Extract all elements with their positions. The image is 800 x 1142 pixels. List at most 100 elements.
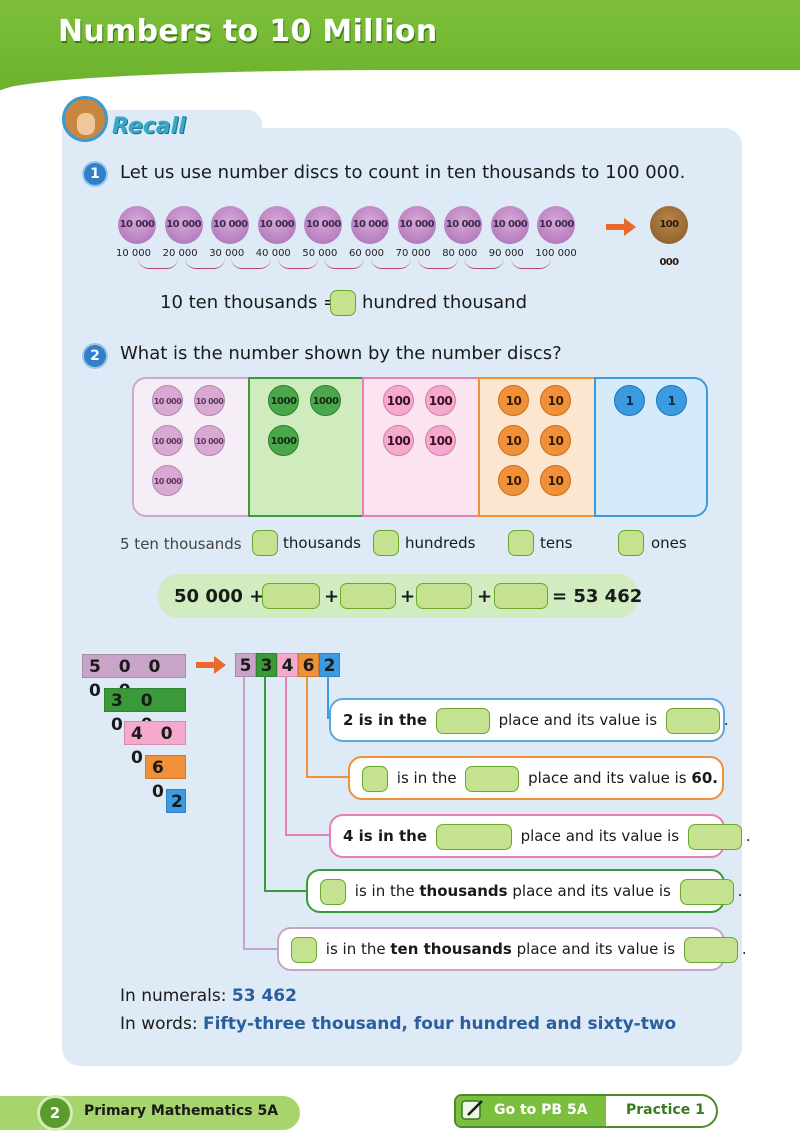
- thousand-disc: 1000: [268, 385, 299, 416]
- sentence-end: .: [741, 940, 747, 958]
- sentence-thousands-a: is in the: [354, 882, 415, 900]
- student-avatar-icon: [62, 96, 108, 142]
- arrow-right-icon: [606, 218, 636, 236]
- column-thousands: [248, 377, 364, 517]
- statement-left: 10 ten thousands =: [160, 292, 339, 313]
- answer-box-thousands-digit-value[interactable]: [679, 878, 734, 905]
- answer-box-hundreds-digit-value[interactable]: [687, 823, 742, 850]
- answer-box-hundred-thousand[interactable]: [330, 290, 356, 316]
- digit-ten-thousands: 5: [235, 653, 256, 677]
- question-1-text: Let us use number discs to count in ten …: [120, 162, 686, 183]
- label-ones: ones: [651, 534, 687, 552]
- question-number-1: 1: [84, 163, 106, 185]
- tile-50000: 5 0 0 0 0: [82, 654, 186, 701]
- answer-box-ten-thousands-digit[interactable]: [291, 936, 317, 963]
- ten-thousand-disc: 10 000: [304, 206, 343, 244]
- label-ten-thousands: 5 ten thousands: [120, 535, 242, 553]
- answer-box-tens-count[interactable]: [508, 530, 534, 556]
- connector-thousands-h: [264, 890, 306, 892]
- ten-disc: 10: [540, 465, 571, 496]
- sentence-end: .: [737, 882, 743, 900]
- sentence-hundreds-a: 4 is in the: [343, 827, 428, 845]
- ten-disc: 10: [498, 465, 529, 496]
- hundred-disc: 100: [383, 425, 414, 456]
- sentence-hundreds: 4 is in the place and its value is .: [329, 814, 751, 858]
- ten-disc: 10: [498, 425, 529, 456]
- sentence-thousands-b: place and its value is: [512, 882, 671, 900]
- connector-ten-thousands: [243, 677, 245, 949]
- answer-box-hundreds-place[interactable]: [435, 823, 512, 850]
- plus-sign: +: [477, 586, 493, 607]
- hop-arc: [371, 258, 411, 269]
- practice-label[interactable]: Practice 1: [626, 1102, 705, 1118]
- column-tens: [478, 377, 596, 517]
- sentence-tens-b: place and its value is: [528, 769, 687, 787]
- equation-start: 50 000 +: [174, 586, 265, 607]
- answer-box-hundreds-value[interactable]: [340, 583, 396, 609]
- answer-box-ones-place[interactable]: [435, 707, 490, 734]
- answer-box-thousands-digit[interactable]: [320, 878, 346, 905]
- ten-thousand-disc: 10 000: [164, 206, 203, 244]
- book-title: Primary Mathematics 5A: [84, 1103, 279, 1119]
- label-hundreds: hundreds: [405, 534, 476, 552]
- one-disc: 1: [656, 385, 687, 416]
- header-curve: [0, 70, 800, 100]
- numerals-value: 53 462: [231, 986, 297, 1006]
- label-tens: tens: [540, 534, 573, 552]
- answer-box-ones-count[interactable]: [618, 530, 644, 556]
- answer-box-ones-value[interactable]: [494, 583, 548, 609]
- pencil-icon: [461, 1100, 483, 1120]
- sentence-thousands: is in the thousands place and its value …: [306, 869, 742, 913]
- sentence-tens: is in the place and its value is 60.: [348, 756, 724, 800]
- connector-ones: [327, 677, 329, 719]
- answer-box-thousands-value[interactable]: [262, 583, 320, 609]
- answer-box-hundreds-count[interactable]: [373, 530, 399, 556]
- digit-thousands: 3: [256, 653, 277, 677]
- sentence-ones: 2 is in the place and its value is .: [329, 698, 729, 742]
- hop-arc: [184, 258, 225, 269]
- column-hundreds: [362, 377, 480, 517]
- column-ten-thousands: [132, 377, 250, 517]
- sentence-hundreds-b: place and its value is: [520, 827, 680, 845]
- hop-arc: [417, 258, 458, 269]
- answer-box-tens-value[interactable]: [416, 583, 472, 609]
- goto-label[interactable]: Go to PB 5A: [494, 1102, 588, 1118]
- digit-hundreds: 4: [277, 653, 298, 677]
- ten-thousand-disc: 10 000: [194, 385, 225, 416]
- answer-box-thousands-count[interactable]: [252, 530, 278, 556]
- connector-ten-thousands-h: [243, 948, 277, 950]
- sentence-ten-thousands-b: place and its value is: [516, 940, 676, 958]
- ten-thousand-disc: 10 000: [152, 425, 183, 456]
- answer-box-tens-digit[interactable]: [362, 765, 388, 792]
- answer-box-tens-place[interactable]: [465, 765, 520, 792]
- ten-thousand-disc: 10 000: [194, 425, 225, 456]
- tile-60: 6 0: [145, 755, 186, 802]
- sentence-thousands-place: thousands: [419, 882, 508, 900]
- sequence-label: 70 000: [395, 248, 431, 259]
- answer-box-ones-digit-value[interactable]: [665, 707, 720, 734]
- words-label: In words:: [120, 1014, 198, 1034]
- statement-right: hundred thousand: [362, 292, 528, 313]
- hundred-disc: 100: [425, 425, 456, 456]
- tile-2: 2: [166, 789, 186, 813]
- words-value: Fifty-three thousand, four hundred and s…: [202, 1014, 677, 1034]
- hundred-thousand-disc: 100 000: [650, 206, 688, 268]
- ten-disc: 10: [498, 385, 529, 416]
- goto-practice-button[interactable]: [454, 1094, 718, 1128]
- recall-label: Recall: [112, 114, 186, 139]
- ten-thousand-disc: 10 000: [537, 206, 576, 244]
- ten-thousand-disc: 10 000: [118, 206, 156, 244]
- sequence-label: 20 000: [162, 248, 198, 259]
- answer-box-ten-thousands-digit-value[interactable]: [683, 936, 738, 963]
- hop-arc: [277, 258, 318, 269]
- hop-arc: [138, 258, 178, 269]
- hop-arc: [464, 258, 505, 269]
- page-number: 2: [40, 1098, 70, 1128]
- sentence-ten-thousands: is in the ten thousands place and its va…: [277, 927, 747, 971]
- question-2-text: What is the number shown by the number d…: [120, 343, 562, 364]
- ten-thousand-disc: 10 000: [351, 206, 389, 244]
- hop-arc: [324, 258, 365, 269]
- hundred-disc: 100: [383, 385, 414, 416]
- hundred-disc: 100: [425, 385, 456, 416]
- ten-thousand-disc: 10 000: [444, 206, 483, 244]
